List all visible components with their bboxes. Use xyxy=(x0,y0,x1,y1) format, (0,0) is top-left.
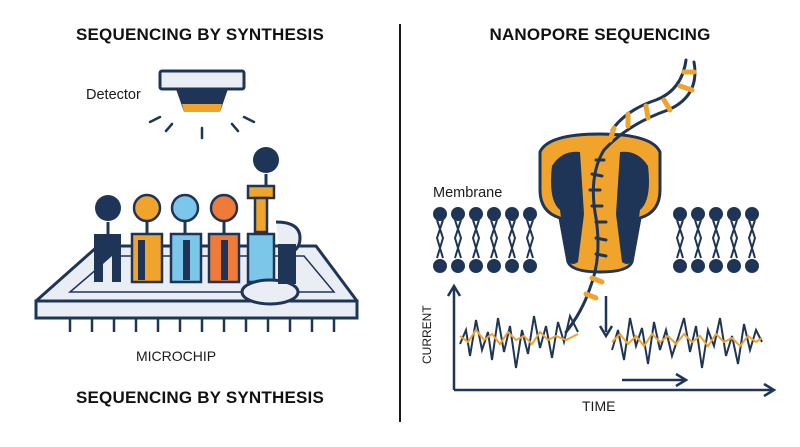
nucleotide-strand-3 xyxy=(169,193,203,284)
membrane xyxy=(433,207,759,273)
microchip-label: MICROCHIP xyxy=(136,348,217,364)
current-axis-label: CURRENT xyxy=(420,305,434,364)
detector-icon xyxy=(148,69,256,140)
signal-trace-left xyxy=(459,313,579,369)
nucleotide-strand-1 xyxy=(94,195,121,282)
nanopore-title: NANOPORE SEQUENCING xyxy=(489,25,711,44)
membrane-label: Membrane xyxy=(433,185,503,201)
sbs-title: SEQUENCING BY SYNTHESIS xyxy=(75,25,324,44)
signal-trace-left-orange xyxy=(459,328,579,346)
signal-trace-right-orange xyxy=(611,332,763,348)
sbs-footer-title: SEQUENCING BY SYNTHESIS xyxy=(75,388,324,407)
signal-trace-right xyxy=(611,317,763,369)
detector-label: Detector xyxy=(86,87,141,103)
polymerase-complex xyxy=(240,147,302,306)
time-axis-label: TIME xyxy=(582,398,616,414)
nucleotide-strand-4 xyxy=(207,193,241,284)
nanopore-protein xyxy=(538,132,662,274)
current-arrow-down xyxy=(598,296,614,339)
panel-divider xyxy=(399,24,401,422)
signal-plot xyxy=(446,283,777,398)
dna-strand xyxy=(564,58,697,334)
nucleotide-strand-2 xyxy=(130,193,164,284)
